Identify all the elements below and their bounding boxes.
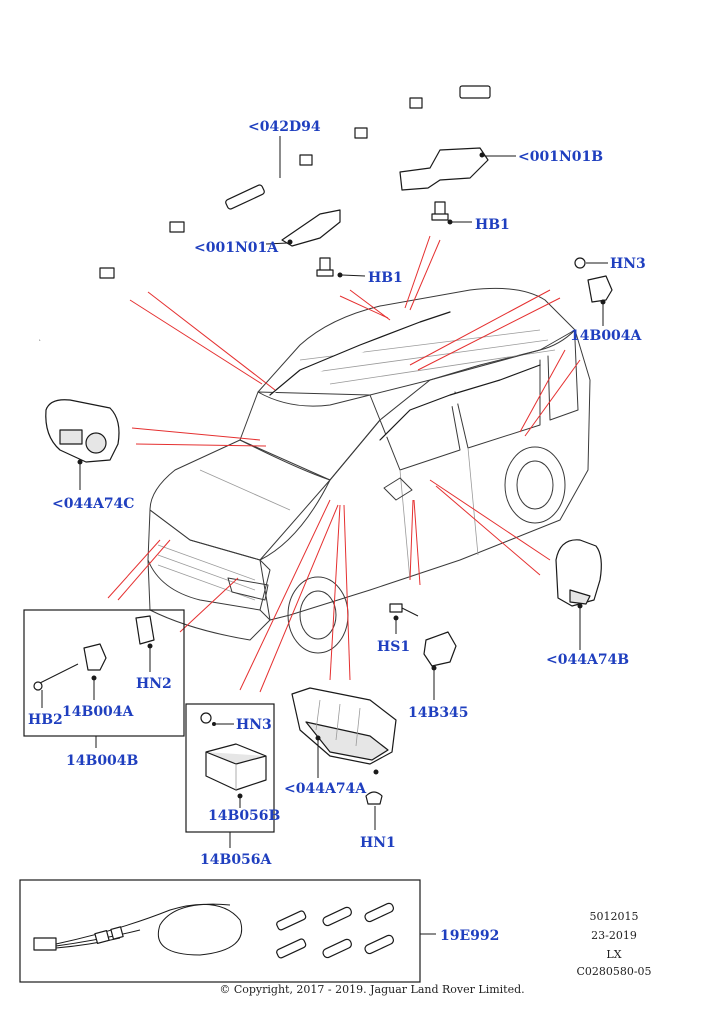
meta-line-4: C0280580-05 (576, 965, 651, 978)
meta-line-3: LX (606, 948, 621, 961)
callout-19E992[interactable]: 19E992 (440, 928, 499, 944)
callout-HN3-box[interactable]: HN3 (236, 717, 272, 733)
callout-044A74C[interactable]: <044A74C (52, 496, 134, 512)
callout-044A74A[interactable]: <044A74A (284, 781, 367, 797)
meta-line-1: 5012015 (590, 910, 639, 923)
callout-HB2[interactable]: HB2 (28, 712, 63, 728)
callout-14B004A-top[interactable]: 14B004A (570, 328, 643, 344)
callout-044A74B[interactable]: <044A74B (546, 652, 629, 668)
sensor-icon (574, 257, 613, 305)
sensor-icon (83, 643, 107, 681)
callout-001N01A[interactable]: <001N01A (194, 240, 279, 256)
callout-14B056B[interactable]: 14B056B (208, 808, 281, 824)
callout-042D94[interactable]: <042D94 (248, 119, 321, 135)
callout-001N01B[interactable]: <001N01B (518, 149, 603, 165)
airbag-module-icon (291, 687, 397, 775)
bolt-icon (33, 663, 79, 691)
callout-14B004B[interactable]: 14B004B (66, 753, 139, 769)
callout-HS1[interactable]: HS1 (377, 639, 410, 655)
vehicle-leader-lines (107, 235, 581, 693)
callout-14B056A[interactable]: 14B056A (200, 852, 273, 868)
callout-14B004A-box[interactable]: 14B004A (62, 704, 135, 720)
control-module-icon (205, 743, 267, 799)
group-19E992-box (19, 879, 421, 983)
callout-HN3-top[interactable]: HN3 (610, 256, 646, 272)
bolt-icon (200, 712, 216, 726)
callout-14B345[interactable]: 14B345 (408, 705, 469, 721)
group-14B004B-box (23, 609, 185, 737)
bolt-icon (389, 603, 419, 621)
callout-HB1-top[interactable]: HB1 (475, 217, 510, 233)
callout-HN2[interactable]: HN2 (136, 676, 172, 692)
bracket-icon (135, 615, 155, 649)
copyright-text: © Copyright, 2017 - 2019. Jaguar Land Ro… (219, 983, 524, 996)
bolt-icon (316, 257, 343, 278)
bracket-icon (281, 209, 341, 247)
bolt-icon (365, 791, 383, 805)
meta-line-2: 23-2019 (591, 929, 637, 942)
sensor-icon (423, 631, 457, 671)
vehicle-icon (147, 287, 591, 654)
wiring-harness-icon (33, 902, 394, 959)
airbag-module-icon (555, 539, 602, 609)
bracket-icon (399, 147, 489, 191)
callout-HN1[interactable]: HN1 (360, 835, 396, 851)
airbag-module-icon (45, 399, 120, 465)
callout-HB1-mid[interactable]: HB1 (368, 270, 403, 286)
bolt-icon (431, 201, 453, 225)
